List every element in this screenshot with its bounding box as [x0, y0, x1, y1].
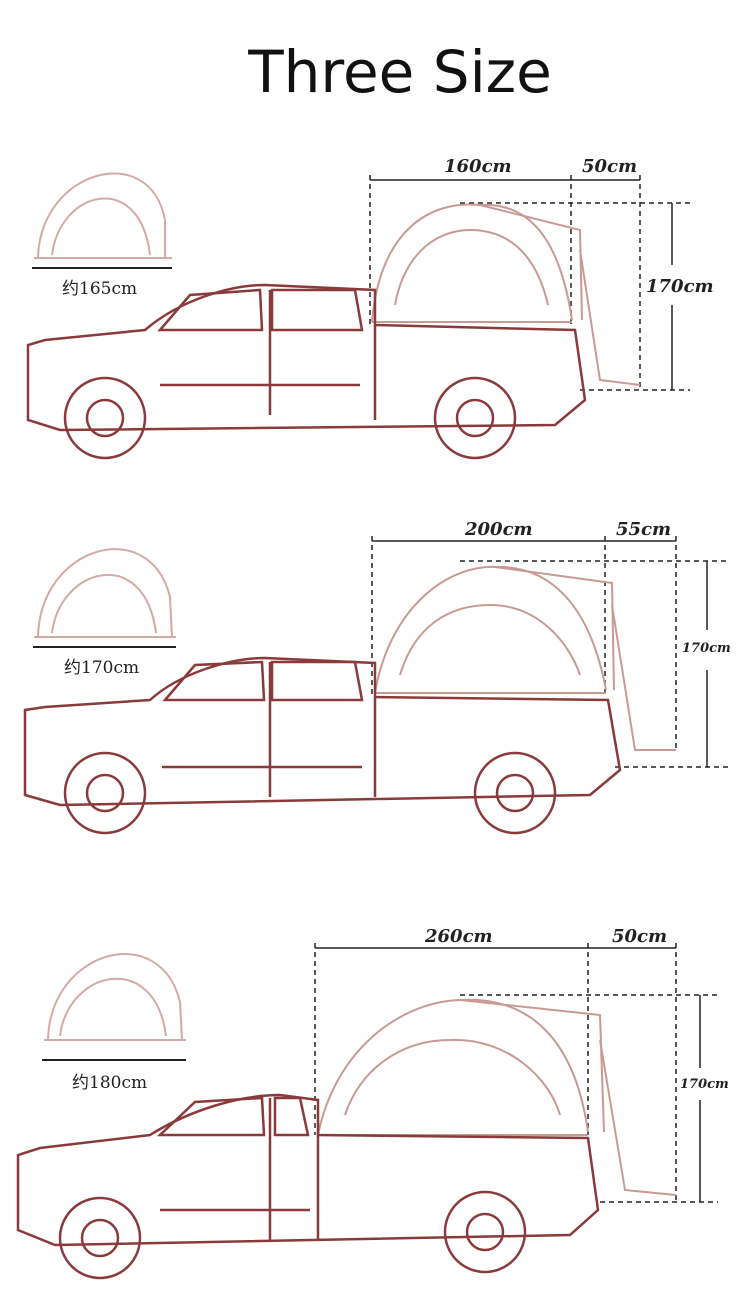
height-label: 170cm: [646, 276, 714, 297]
truck-tent: [371, 203, 641, 386]
pickup-truck: [16, 1093, 600, 1280]
height-label: 170cm: [680, 1077, 729, 1092]
mini-tent-icon: [44, 953, 186, 1041]
dimension-lines: [314, 943, 718, 1203]
length-label: 200cm: [465, 519, 533, 540]
truck-tent-diagram-3: [16, 943, 718, 1280]
pickup-truck: [26, 283, 587, 460]
extension-label: 55cm: [616, 519, 672, 540]
page-title: Three Size: [248, 38, 552, 106]
truck-tent-diagram-2: [23, 536, 730, 835]
mini-tent-icon: [34, 548, 176, 638]
truck-tent: [374, 565, 676, 751]
dimension-lines: [371, 536, 730, 768]
size-section-2: 约170cm 200cm 55cm 170cm: [0, 505, 750, 905]
mini-width-label: 约165cm: [62, 279, 138, 299]
length-label: 160cm: [444, 156, 512, 177]
truck-tent: [317, 998, 677, 1196]
size-section-3: 约180cm 260cm 50cm 170cm: [0, 910, 750, 1310]
mini-width-label: 约170cm: [64, 658, 140, 678]
dimension-lines: [369, 175, 690, 391]
mini-tent-icon: [34, 172, 172, 259]
mini-width-label: 约180cm: [72, 1073, 148, 1093]
extension-label: 50cm: [612, 926, 668, 947]
height-label: 170cm: [682, 641, 731, 656]
length-label: 260cm: [425, 926, 493, 947]
extension-label: 50cm: [582, 156, 638, 177]
pickup-truck: [23, 656, 622, 835]
truck-tent-diagram-1: [26, 172, 690, 460]
size-section-1: 约165cm 160cm 50cm 170cm: [0, 130, 750, 530]
